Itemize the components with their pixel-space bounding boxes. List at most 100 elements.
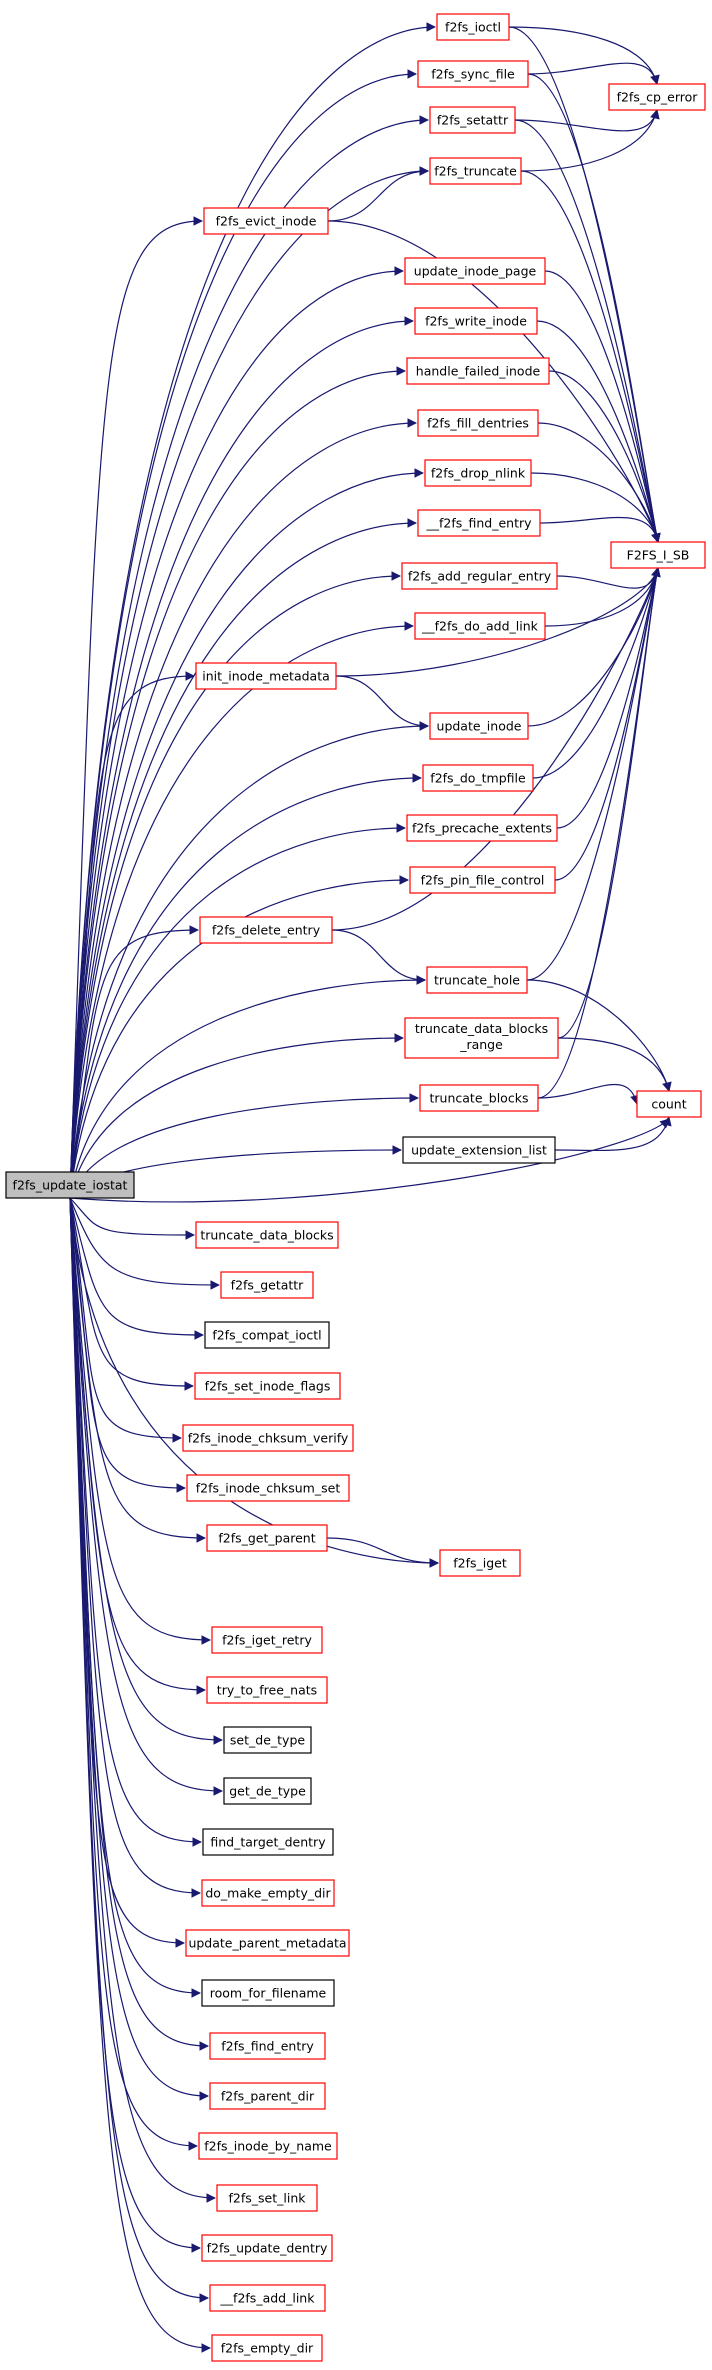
node-root[interactable]: f2fs_update_iostat: [5, 1171, 135, 1199]
node-f2fs_precache_extents[interactable]: f2fs_precache_extents: [406, 814, 558, 842]
node-label-f2fs_setattr: f2fs_setattr: [437, 113, 509, 128]
node-f2fs_set_link[interactable]: f2fs_set_link: [216, 2184, 318, 2212]
node-find_target_dentry[interactable]: find_target_dentry: [202, 1828, 334, 1856]
node-label-__f2fs_find_entry: __f2fs_find_entry: [425, 516, 532, 531]
node-box-update_inode_page: [404, 257, 546, 285]
node-f2fs_pin_file_control[interactable]: f2fs_pin_file_control: [409, 866, 556, 894]
node-f2fs_delete_entry[interactable]: f2fs_delete_entry: [199, 916, 333, 944]
node-init_inode_metadata[interactable]: init_inode_metadata: [195, 662, 337, 690]
node-box-f2fs_get_parent: [206, 1524, 328, 1552]
node-label-f2fs_inode_chksum_verify: f2fs_inode_chksum_verify: [188, 1431, 349, 1446]
node-box-F2FS_I_SB: [610, 541, 706, 569]
node-box-init_inode_metadata: [195, 662, 337, 690]
edges-layer: [69, 22, 672, 2353]
edge-root-to-f2fs_empty_dir: [69, 1197, 211, 2353]
node-f2fs_write_inode[interactable]: f2fs_write_inode: [414, 307, 538, 335]
node-label-f2fs_add_regular_entry: f2fs_add_regular_entry: [408, 569, 552, 584]
node-truncate_blocks[interactable]: truncate_blocks: [419, 1084, 539, 1112]
node-f2fs_inode_by_name[interactable]: f2fs_inode_by_name: [198, 2132, 338, 2160]
node-f2fs_setattr[interactable]: f2fs_setattr: [429, 106, 516, 134]
node-F2FS_I_SB[interactable]: F2FS_I_SB: [610, 541, 706, 569]
node-get_de_type[interactable]: get_de_type: [223, 1777, 312, 1805]
node-f2fs_set_inode_flags[interactable]: f2fs_set_inode_flags: [194, 1372, 341, 1400]
node-f2fs_get_parent[interactable]: f2fs_get_parent: [206, 1524, 328, 1552]
node-f2fs_cp_error[interactable]: f2fs_cp_error: [608, 83, 706, 111]
node-label-root: f2fs_update_iostat: [13, 1178, 128, 1193]
node-f2fs_find_entry[interactable]: f2fs_find_entry: [209, 2032, 326, 2060]
node-truncate_hole[interactable]: truncate_hole: [426, 966, 528, 994]
node-box-update_parent_metadata: [185, 1929, 350, 1957]
node-box-update_inode: [429, 712, 529, 740]
node-f2fs_empty_dir[interactable]: f2fs_empty_dir: [211, 2334, 323, 2362]
node-box-f2fs_write_inode: [414, 307, 538, 335]
node-label-f2fs_precache_extents: f2fs_precache_extents: [412, 821, 552, 836]
node-label-get_de_type: get_de_type: [229, 1784, 306, 1799]
node-f2fs_sync_file[interactable]: f2fs_sync_file: [417, 60, 529, 88]
node-try_to_free_nats[interactable]: try_to_free_nats: [206, 1676, 328, 1704]
node-f2fs_parent_dir[interactable]: f2fs_parent_dir: [209, 2082, 326, 2110]
node-box-set_de_type: [223, 1726, 312, 1754]
node-truncate_data_blocks[interactable]: truncate_data_blocks: [195, 1221, 339, 1249]
edge-truncate_hole-to-F2FS_I_SB: [526, 567, 661, 981]
node-update_inode_page[interactable]: update_inode_page: [404, 257, 546, 285]
node-f2fs_ioctl[interactable]: f2fs_ioctl: [436, 13, 510, 41]
node-__f2fs_find_entry[interactable]: __f2fs_find_entry: [417, 509, 541, 537]
node-box-update_extension_list: [402, 1136, 556, 1164]
node-handle_failed_inode[interactable]: handle_failed_inode: [406, 357, 550, 385]
node-label-truncate_data_blocks_range: _range: [459, 1037, 503, 1052]
node-f2fs_do_tmpfile[interactable]: f2fs_do_tmpfile: [422, 764, 534, 792]
node-box-try_to_free_nats: [206, 1676, 328, 1704]
edge-f2fs_setattr-to-f2fs_cp_error: [514, 109, 660, 132]
node-f2fs_inode_chksum_verify[interactable]: f2fs_inode_chksum_verify: [182, 1424, 354, 1452]
node-f2fs_inode_chksum_set[interactable]: f2fs_inode_chksum_set: [186, 1474, 350, 1502]
node-f2fs_update_dentry[interactable]: f2fs_update_dentry: [201, 2234, 333, 2262]
node-label-set_de_type: set_de_type: [230, 1733, 305, 1748]
node-label-f2fs_compat_ioctl: f2fs_compat_ioctl: [212, 1328, 321, 1343]
node-label-f2fs_ioctl: f2fs_ioctl: [445, 20, 501, 35]
node-box-f2fs_set_link: [216, 2184, 318, 2212]
node-f2fs_fill_dentries[interactable]: f2fs_fill_dentries: [417, 409, 539, 437]
edge-f2fs_sync_file-to-f2fs_cp_error: [527, 62, 660, 85]
node-box-f2fs_precache_extents: [406, 814, 558, 842]
edge-root-to-update_inode: [69, 721, 429, 1199]
node-box-f2fs_setattr: [429, 106, 516, 134]
node-box-do_make_empty_dir: [201, 1879, 335, 1907]
node-f2fs_iget_retry[interactable]: f2fs_iget_retry: [211, 1626, 323, 1654]
node-__f2fs_add_link[interactable]: __f2fs_add_link: [209, 2284, 326, 2312]
edge-f2fs_sync_file-to-F2FS_I_SB: [527, 73, 661, 543]
node-count[interactable]: count: [636, 1090, 702, 1118]
node-__f2fs_do_add_link[interactable]: __f2fs_do_add_link: [414, 612, 546, 640]
node-box-__f2fs_do_add_link: [414, 612, 546, 640]
node-truncate_data_blocks_range[interactable]: truncate_data_blocks_range: [404, 1017, 559, 1059]
node-label-truncate_data_blocks_range: truncate_data_blocks: [415, 1021, 548, 1036]
node-f2fs_drop_nlink[interactable]: f2fs_drop_nlink: [424, 459, 532, 487]
node-f2fs_compat_ioctl[interactable]: f2fs_compat_ioctl: [204, 1321, 330, 1349]
edge-f2fs_delete_entry-to-truncate_hole: [331, 929, 426, 985]
nodes-layer: f2fs_update_iostat f2fs_ioctl f2fs_sync_fi…: [5, 13, 706, 2362]
node-do_make_empty_dir[interactable]: do_make_empty_dir: [201, 1879, 335, 1907]
node-label-f2fs_pin_file_control: f2fs_pin_file_control: [421, 873, 545, 888]
node-label-f2fs_evict_inode: f2fs_evict_inode: [216, 214, 317, 229]
node-room_for_filename[interactable]: room_for_filename: [201, 1979, 335, 2007]
node-set_de_type[interactable]: set_de_type: [223, 1726, 312, 1754]
node-box-f2fs_inode_by_name: [198, 2132, 338, 2160]
edge-root-to-truncate_data_blocks: [69, 1197, 195, 1240]
node-box-f2fs_add_regular_entry: [401, 562, 558, 590]
node-f2fs_truncate[interactable]: f2fs_truncate: [429, 157, 522, 185]
node-f2fs_getattr[interactable]: f2fs_getattr: [220, 1271, 314, 1299]
node-f2fs_add_regular_entry[interactable]: f2fs_add_regular_entry: [401, 562, 558, 590]
node-f2fs_evict_inode[interactable]: f2fs_evict_inode: [203, 207, 329, 235]
node-update_extension_list[interactable]: update_extension_list: [402, 1136, 556, 1164]
node-update_parent_metadata[interactable]: update_parent_metadata: [185, 1929, 350, 1957]
node-box-room_for_filename: [201, 1979, 335, 2007]
node-update_inode[interactable]: update_inode: [429, 712, 529, 740]
node-label-f2fs_truncate: f2fs_truncate: [434, 164, 517, 179]
node-box-f2fs_set_inode_flags: [194, 1372, 341, 1400]
node-box-f2fs_getattr: [220, 1271, 314, 1299]
edge-root-to-f2fs_setattr: [69, 115, 429, 1199]
node-label-truncate_blocks: truncate_blocks: [430, 1091, 529, 1106]
node-box-__f2fs_add_link: [209, 2284, 326, 2312]
node-f2fs_iget[interactable]: f2fs_iget: [439, 1549, 521, 1577]
edge-root-to-truncate_blocks: [69, 1093, 419, 1199]
